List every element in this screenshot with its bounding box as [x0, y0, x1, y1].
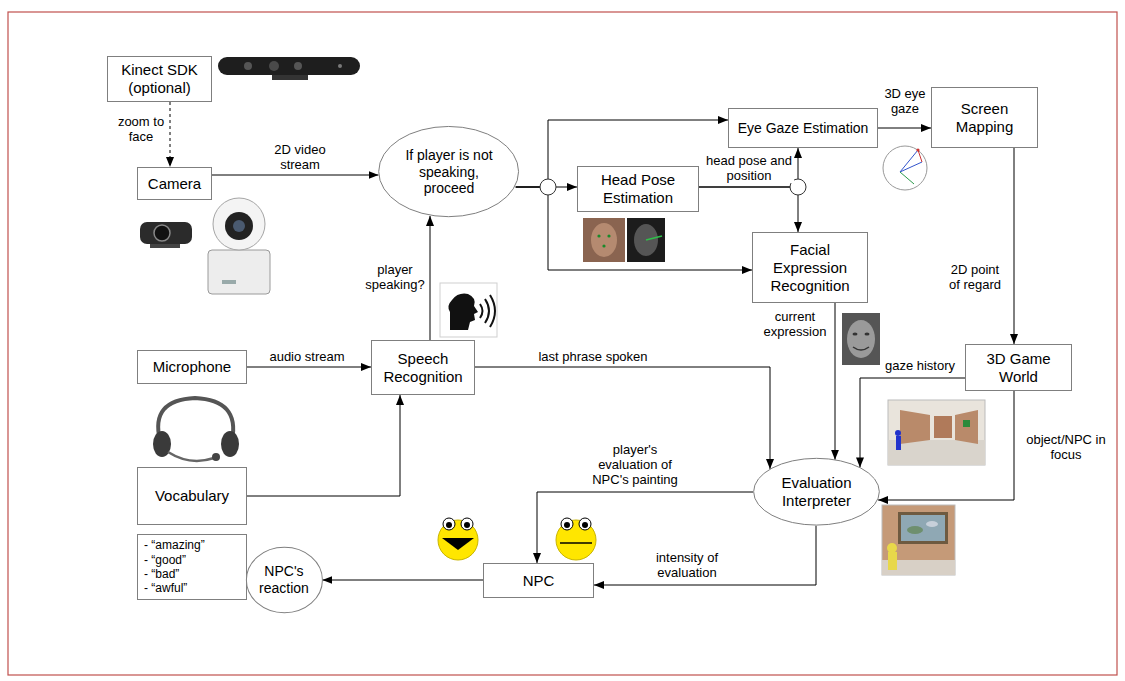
text-group: NPC: [523, 572, 555, 590]
npc-neutral-face: [556, 518, 596, 560]
interpreter-ellipse: Evaluation Interpreter: [753, 458, 880, 525]
flow-arrow: [860, 378, 965, 467]
flow-arrow: [247, 395, 400, 496]
painting-screenshot: [882, 505, 955, 575]
vocabulary-list: - “amazing”- “good”- “bad”- “awful”: [137, 534, 247, 600]
junction-circle: [540, 179, 556, 195]
flow-arrow: [699, 187, 798, 232]
flow-arrow: [594, 526, 816, 585]
edge-label: intensity of evaluation: [638, 550, 736, 580]
node-text: Camera: [148, 175, 201, 193]
edge-label: last phrase spoken: [530, 349, 656, 364]
text-group: NPC's reaction: [259, 563, 309, 597]
output-ellipse: NPC's reaction: [246, 547, 323, 613]
text-group: Kinect SDK (optional): [114, 61, 205, 97]
list-item: - “amazing”: [144, 538, 205, 552]
kinect-sensor: [218, 57, 360, 80]
ellipse-shape: [754, 459, 880, 526]
flow-arrow: [1014, 148, 1015, 344]
process-box: Speech Recognition: [371, 340, 475, 395]
edge-label: player's evaluation of NPC's painting: [584, 442, 686, 487]
frame: [8, 12, 1117, 675]
edge-label: object/NPC in focus: [1020, 432, 1112, 462]
input-box: Microphone: [137, 350, 247, 384]
text-group: - “amazing”- “good”- “bad”- “awful”: [144, 538, 205, 596]
text-group: 3D Game World: [972, 350, 1065, 386]
node-text: Speech Recognition: [378, 350, 468, 386]
process-box: 3D Game World: [965, 344, 1072, 391]
node-text: 3D Game World: [972, 350, 1065, 386]
node-text: Vocabulary: [155, 487, 229, 505]
process-box: Head Pose Estimation: [577, 166, 699, 212]
game-world-screenshot: [888, 400, 985, 465]
ellipse-shape: [246, 547, 322, 612]
face-expression-image: [842, 313, 880, 365]
text-group: Facial Expression Recognition: [759, 241, 861, 295]
node-text: Head Pose Estimation: [584, 171, 692, 207]
process-box: Camera: [137, 167, 212, 200]
flow-arrow: [878, 128, 931, 129]
node-text: Microphone: [153, 358, 231, 376]
text-group: If player is not speaking, proceed: [392, 147, 505, 197]
edge-label: gaze history: [880, 358, 960, 373]
node-text: Screen Mapping: [938, 100, 1031, 136]
list-item: - “awful”: [144, 581, 205, 595]
flow-arrow: [835, 303, 836, 460]
node-text: Kinect SDK (optional): [114, 61, 205, 97]
edge-label: audio stream: [262, 349, 352, 364]
text-group: Speech Recognition: [378, 350, 468, 386]
list-item: - “good”: [144, 553, 205, 567]
node-text: Facial Expression Recognition: [759, 241, 861, 295]
edge-label: 3D eye gaze: [881, 86, 929, 116]
text-group: Head Pose Estimation: [584, 171, 692, 207]
node-text: NPC's reaction: [259, 563, 309, 597]
text-group: Camera: [148, 175, 201, 193]
eye-gaze-figure: [883, 146, 927, 190]
headset-image: [153, 398, 239, 461]
flow-arrow: [430, 216, 431, 340]
text-group: Microphone: [153, 358, 231, 376]
npc-happy-face: [438, 518, 478, 560]
process-box: Kinect SDK (optional): [107, 56, 212, 102]
process-box: Screen Mapping: [931, 87, 1038, 148]
flow-arrow: [699, 148, 798, 187]
node-text: Eye Gaze Estimation: [738, 120, 869, 137]
node-text: If player is not speaking, proceed: [392, 147, 505, 197]
edge-label: zoom to face: [116, 114, 166, 144]
list-item: - “bad”: [144, 567, 205, 581]
head-pose-faces: [583, 218, 665, 262]
flow-arrow: [322, 580, 483, 581]
edge-label: 2D video stream: [268, 142, 332, 172]
node-text: Evaluation Interpreter: [767, 474, 866, 510]
input-box: Vocabulary: [137, 467, 247, 525]
decision-ellipse: If player is not speaking, proceed: [378, 126, 519, 217]
flow-arrow: [878, 391, 1014, 500]
ptz-camera: [208, 198, 270, 294]
flow-arrow: [212, 175, 379, 176]
node-text: NPC: [523, 572, 555, 590]
text-group: Eye Gaze Estimation: [738, 120, 869, 137]
edge-label: current expression: [758, 309, 832, 339]
webcam: [140, 222, 192, 248]
text-group: Screen Mapping: [938, 100, 1031, 136]
text-group: Evaluation Interpreter: [767, 474, 866, 510]
edge-label: player speaking?: [364, 262, 426, 292]
edge-label: 2D point of regard: [944, 262, 1006, 292]
process-box: Eye Gaze Estimation: [728, 108, 878, 148]
dashed-arrow: [170, 102, 171, 167]
speech-icon: [440, 283, 497, 337]
text-group: Vocabulary: [155, 487, 229, 505]
edge-label: head pose and position: [704, 153, 794, 183]
process-box: Facial Expression Recognition: [752, 232, 868, 303]
ellipse-shape: [379, 127, 519, 217]
process-box: NPC: [483, 563, 594, 598]
flow-arrow: [247, 367, 371, 368]
